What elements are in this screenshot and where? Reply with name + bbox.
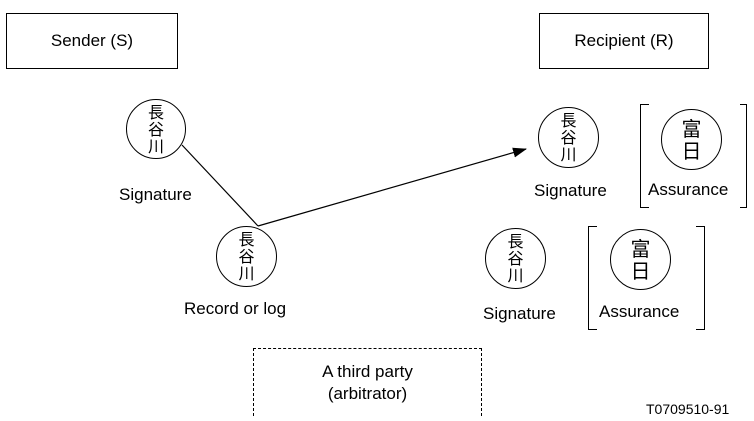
lower-assurance-label: Assurance <box>599 302 680 321</box>
sender-signature-seal: 長 谷 川 <box>126 99 186 159</box>
log-to-recipient-arrow <box>257 147 527 227</box>
third-party-line1: A third party <box>322 361 413 381</box>
sender-signature-label: Signature <box>119 185 192 204</box>
lower-assurance-bracket-left <box>588 226 597 330</box>
sender-box: Sender (S) <box>6 13 178 69</box>
figure-reference: T0709510-91 <box>646 401 730 417</box>
record-log-label: Record or log <box>184 299 287 318</box>
recipient-box: Recipient (R) <box>539 13 709 69</box>
recipient-signature-label: Signature <box>534 181 607 200</box>
sender-to-log-line <box>181 144 259 227</box>
recipient-assurance-label: Assurance <box>648 180 729 199</box>
lower-signature-label: Signature <box>483 304 556 323</box>
recipient-label: Recipient (R) <box>574 31 674 50</box>
recipient-assurance-seal: 富 日 <box>661 109 722 170</box>
third-party-line2: (arbitrator) <box>327 383 408 403</box>
recipient-assurance-bracket-right <box>740 104 747 208</box>
lower-assurance-bracket-right <box>696 226 705 330</box>
recipient-signature-seal: 長 谷 川 <box>538 107 599 168</box>
sender-label: Sender (S) <box>50 31 134 50</box>
lower-signature-seal: 長 谷 川 <box>485 228 546 289</box>
recipient-assurance-bracket-left <box>640 104 649 208</box>
lower-assurance-seal: 富 日 <box>610 229 671 290</box>
record-log-seal: 長 谷 川 <box>216 226 277 287</box>
third-party-box: A third party (arbitrator) <box>253 348 482 416</box>
